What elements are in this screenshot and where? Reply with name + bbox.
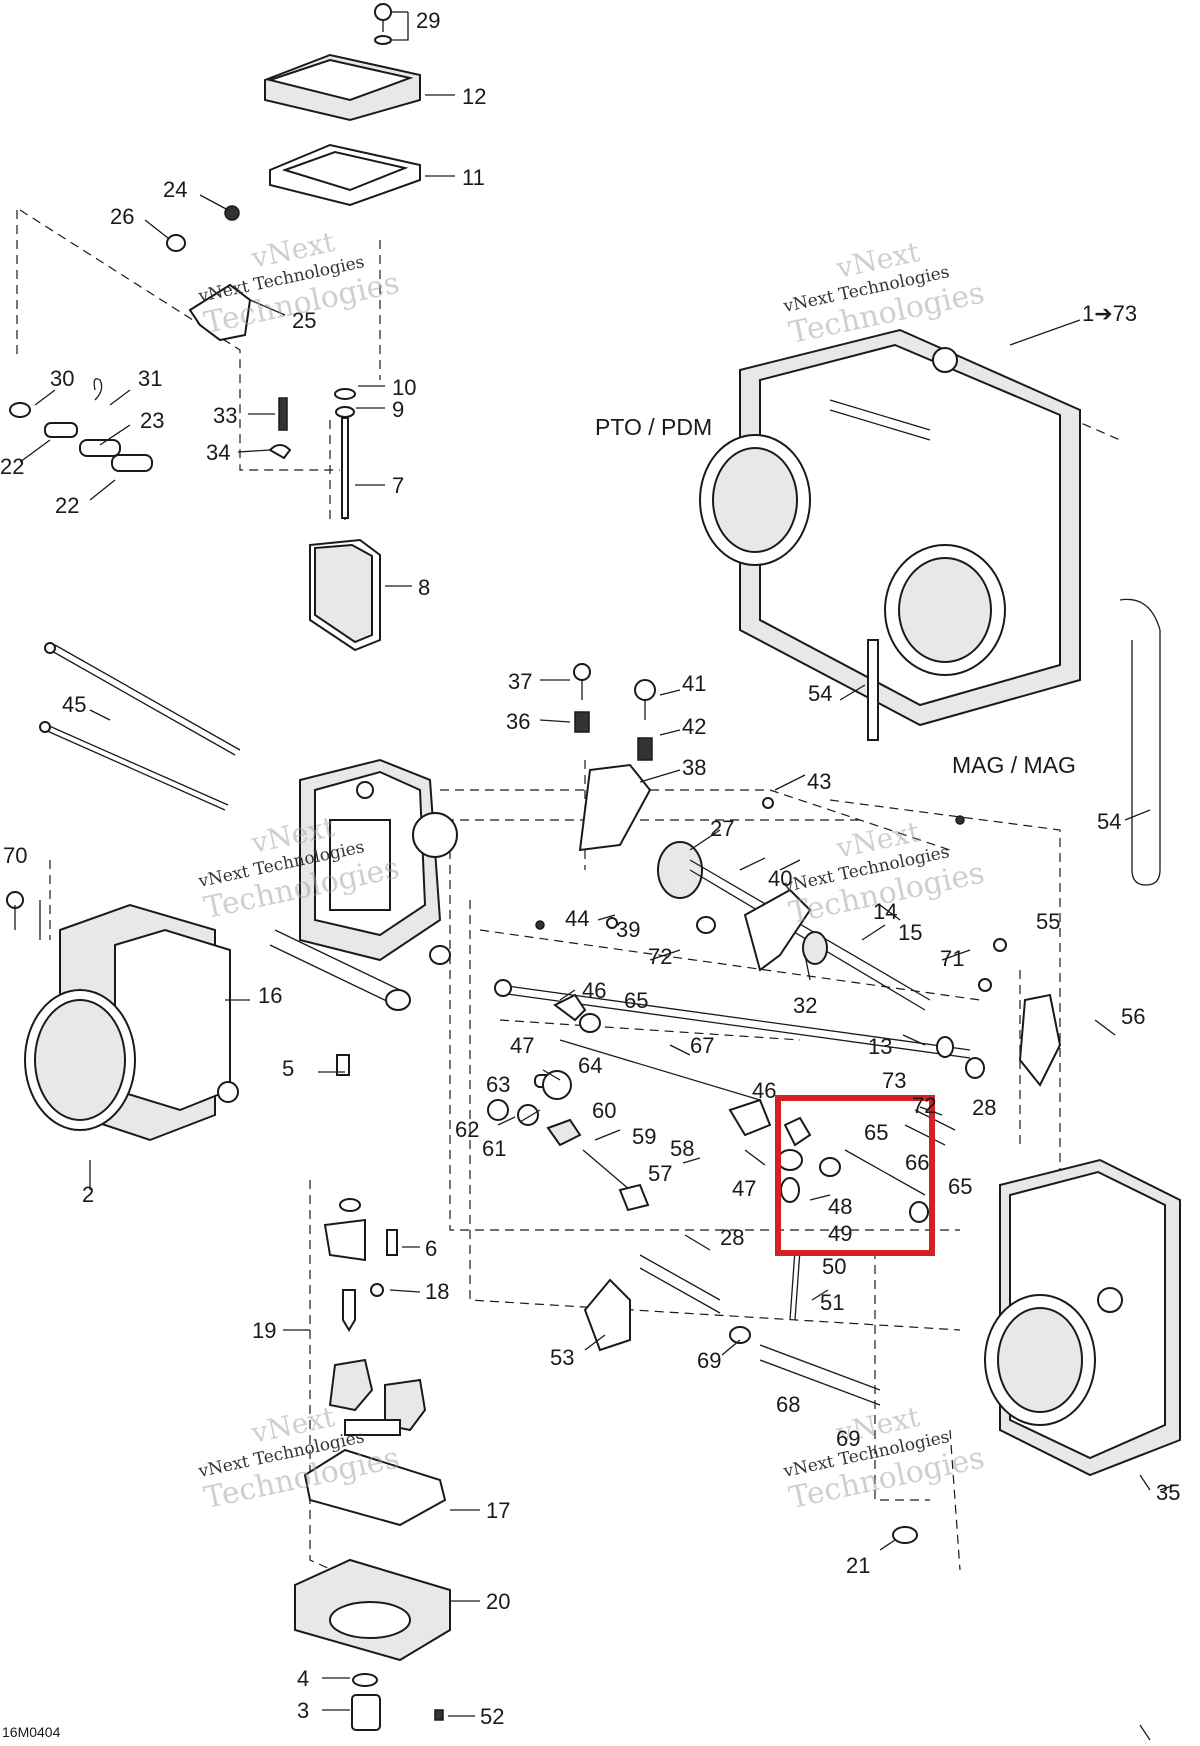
intake-flange <box>6 891 239 1142</box>
callout-number: 17 <box>486 1498 511 1523</box>
callout-number: 39 <box>616 917 641 942</box>
callout-number: 12 <box>462 84 487 109</box>
callout-number: 28 <box>720 1225 745 1250</box>
callout-number: 11 <box>462 165 485 190</box>
callout-number: 38 <box>682 755 707 780</box>
callout-number: 41 <box>682 671 707 696</box>
callout-number: 65 <box>948 1174 973 1199</box>
callout-number: 28 <box>972 1095 997 1120</box>
callout-number: 22 <box>55 493 80 518</box>
callout-number: 4 <box>297 1666 310 1691</box>
callout-number: 47 <box>510 1033 535 1058</box>
callout-number: 42 <box>682 714 707 739</box>
center-carburetor-body <box>269 758 458 1076</box>
callout-number: 40 <box>768 866 793 891</box>
callout-number: 46 <box>752 1078 777 1103</box>
callout-number: 72 <box>648 944 673 969</box>
callout-number: 32 <box>793 993 818 1018</box>
callout-leader-lines <box>19 11 1176 1741</box>
callout-number: 26 <box>110 204 135 229</box>
callout-number: 69 <box>697 1348 722 1373</box>
callout-number: 63 <box>486 1072 511 1097</box>
callout-number: 64 <box>578 1053 603 1078</box>
callout-number: 43 <box>807 769 832 794</box>
callout-number: 18 <box>425 1279 450 1304</box>
callout-number: 1➔73 <box>1082 301 1138 326</box>
callout-number: 61 <box>482 1136 507 1161</box>
callout-number: 6 <box>425 1236 438 1261</box>
callout-number: 65 <box>624 988 649 1013</box>
callout-number: 37 <box>508 669 533 694</box>
drawing-code: 16M0404 <box>2 1724 61 1740</box>
callout-number: 23 <box>140 408 165 433</box>
callout-number: 13 <box>868 1034 893 1059</box>
callout-number: 53 <box>550 1345 575 1370</box>
callout-number: 2 <box>82 1182 95 1207</box>
callout-number: 5 <box>282 1056 295 1081</box>
callout-number: 47 <box>732 1176 757 1201</box>
callout-number: 54 <box>808 681 833 706</box>
callout-number: 35 <box>1156 1480 1181 1505</box>
callout-number: 57 <box>648 1161 673 1186</box>
callout-number: 27 <box>710 816 735 841</box>
long-screws <box>39 642 241 811</box>
callout-number: 3 <box>297 1698 310 1723</box>
callout-number: 31 <box>138 366 163 391</box>
callout-number: 58 <box>670 1136 695 1161</box>
callout-number: 30 <box>50 366 75 391</box>
callout-number: 54 <box>1097 809 1122 834</box>
callout-number: 68 <box>776 1392 801 1417</box>
callout-number: 34 <box>206 440 231 465</box>
float-bowl-parts <box>294 1198 451 1731</box>
callout-number: 22 <box>0 454 25 479</box>
callout-number: 56 <box>1121 1004 1146 1029</box>
callout-number: 69 <box>836 1426 861 1451</box>
callout-number: 15 <box>898 920 923 945</box>
callout-number: 65 <box>864 1120 889 1145</box>
right-carburetor-body <box>984 1158 1181 1477</box>
region-label-pto: PTO / PDM <box>595 414 713 440</box>
callout-number: 21 <box>846 1553 871 1578</box>
throttle-linkage-parts <box>487 663 1062 1544</box>
callout-number: 29 <box>416 8 441 33</box>
callout-number: 48 <box>828 1194 853 1219</box>
callout-number: 16 <box>258 983 283 1008</box>
callout-number: 60 <box>592 1098 617 1123</box>
callout-number: 71 <box>940 946 965 971</box>
callout-number: 52 <box>480 1704 505 1729</box>
twin-carburetor-assembly <box>699 328 1161 886</box>
callout-number: 49 <box>828 1221 853 1246</box>
region-label-mag: MAG / MAG <box>952 752 1076 778</box>
callout-number: 44 <box>565 906 590 931</box>
callout-number: 62 <box>455 1117 480 1142</box>
callout-number: 67 <box>690 1033 715 1058</box>
callout-number: 51 <box>820 1290 845 1315</box>
callout-number: 25 <box>292 308 317 333</box>
highlight-box <box>775 1095 935 1256</box>
callout-number: 10 <box>392 375 417 400</box>
callout-number: 20 <box>486 1589 511 1614</box>
callout-number: 19 <box>252 1318 277 1343</box>
callout-number: 9 <box>392 397 405 422</box>
top-cover-parts <box>264 3 421 207</box>
callout-number: 36 <box>506 709 531 734</box>
callout-number: 46 <box>582 978 607 1003</box>
callout-number: 45 <box>62 692 87 717</box>
callout-number: 59 <box>632 1124 657 1149</box>
callout-number: 72 <box>912 1093 937 1118</box>
callout-number: 50 <box>822 1254 847 1279</box>
callout-number: 7 <box>392 473 405 498</box>
callout-number: 55 <box>1036 909 1061 934</box>
callout-number: 73 <box>882 1068 907 1093</box>
callout-number: 24 <box>163 177 188 202</box>
callout-number: 66 <box>905 1150 930 1175</box>
callout-number: 8 <box>418 575 431 600</box>
callout-number: 70 <box>3 843 28 868</box>
lever-parts-left <box>9 205 381 652</box>
callout-number: 14 <box>873 899 898 924</box>
callout-number: 33 <box>213 403 238 428</box>
